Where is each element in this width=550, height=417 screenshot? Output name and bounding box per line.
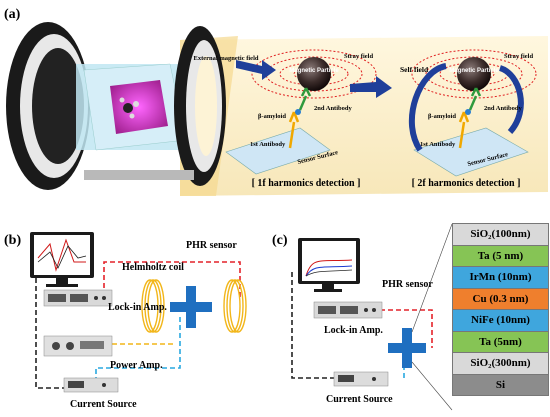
layer-label: NiFe (10nm)	[471, 314, 530, 327]
red-wire-c	[380, 309, 433, 348]
lockin-amp-c	[313, 301, 383, 319]
layer-label: SiO₂(300nm)	[470, 357, 531, 370]
panel-label-a: (a)	[4, 7, 21, 22]
blue-wire-b	[95, 316, 181, 382]
caption-1f: [ 1f harmonics detection ]	[252, 178, 361, 189]
layer-label: Ta (5nm)	[479, 335, 522, 348]
layer-sio2-bottom: SiO₂(300nm)	[452, 352, 549, 375]
layer-si: Si	[452, 373, 549, 396]
antibody-2-shape	[298, 87, 312, 111]
layer-label: Ta (5 nm)	[477, 249, 524, 262]
magnetic-particle-2	[457, 57, 491, 91]
amyloid-label-2: β-amyloid	[428, 113, 456, 120]
layer-cu: Cu (0.3 nm)	[452, 287, 549, 310]
lockin-label-b: Lock-in Amp.	[108, 302, 167, 313]
transition-arrow	[350, 76, 392, 98]
layer-irmn: IrMn (10nm)	[452, 266, 549, 289]
layer-label: SiO₂(100nm)	[470, 228, 531, 241]
power-label-b: Power Amp.	[110, 360, 163, 371]
layer-ta-bottom: Ta (5nm)	[452, 330, 549, 353]
particle-label-1: Magnetic Particle	[289, 68, 339, 74]
zoom-line-top	[411, 223, 453, 333]
phr-sensor-cross-b	[170, 286, 212, 328]
layer-sio2-top: SiO₂(100nm)	[452, 223, 549, 246]
current-label-c: Current Source	[326, 394, 393, 405]
caption-2f: [ 2f harmonics detection ]	[412, 178, 521, 189]
helmholtz-label-b: Helmholtz coil	[122, 262, 184, 273]
zoom-line-bottom	[411, 361, 453, 411]
inset-2f: Magnetic Particle Self field Stray field…	[400, 49, 537, 189]
phr-label-c: PHR sensor	[382, 279, 433, 290]
inset-1f: Magnetic Particle External magnetic fiel…	[194, 49, 392, 189]
antibody2-label-2: 2nd Antibody	[484, 105, 523, 112]
layer-label: IrMn (10nm)	[469, 271, 532, 284]
current-source-c	[333, 371, 389, 387]
antibody2-label-1: 2nd Antibody	[314, 105, 353, 112]
self-field-label: Self field	[400, 65, 429, 74]
particle-label-2: Magnetic Particle	[449, 68, 499, 74]
antibody-2-shape-2	[468, 87, 482, 111]
self-field-arc-left	[408, 63, 447, 152]
power-amp-b	[43, 335, 113, 357]
external-field-label: External magnetic field	[194, 55, 259, 62]
monitor-c	[298, 238, 360, 292]
antibody-1-shape-2	[458, 111, 470, 149]
stray-field-label-2: Stray field	[504, 53, 533, 60]
panel-label-b: (b)	[4, 233, 21, 248]
black-wire-c	[291, 272, 334, 379]
current-label-b: Current Source	[70, 399, 137, 410]
antibody1-label-1: 1st Antibody	[250, 141, 286, 148]
helmholtz-device	[6, 22, 226, 190]
helmholtz-coils-b	[141, 279, 247, 333]
phr-sensor-cross-c	[388, 328, 426, 368]
amyloid-label-1: β-amyloid	[258, 113, 286, 120]
sensor-surface-1	[225, 127, 331, 175]
antibody1-label-2: 1st Antibody	[420, 141, 456, 148]
black-wire-b	[35, 262, 64, 389]
current-source-b	[63, 377, 119, 393]
phr-label-b: PHR sensor	[186, 240, 237, 251]
lockin-label-c: Lock-in Amp.	[324, 325, 383, 336]
film-stack: SiO₂(100nm) Ta (5 nm) IrMn (10nm) Cu (0.…	[452, 223, 549, 396]
stray-field-label-1: Stray field	[344, 53, 373, 60]
layer-label: Si	[495, 378, 506, 391]
antibody-1-shape	[288, 111, 300, 149]
layer-ta-top: Ta (5 nm)	[452, 244, 549, 267]
self-field-arc-right	[498, 65, 524, 135]
layer-nife: NiFe (10nm)	[452, 309, 549, 332]
external-field-arrow	[236, 60, 276, 80]
monitor-b	[30, 232, 94, 287]
layer-label: Cu (0.3 nm)	[472, 292, 529, 305]
magnetic-particle-1	[297, 57, 331, 91]
amyloid-dot-2	[465, 109, 471, 115]
panel-label-c: (c)	[272, 233, 288, 248]
amyloid-dot	[295, 109, 301, 115]
lockin-amp-b	[43, 289, 113, 307]
